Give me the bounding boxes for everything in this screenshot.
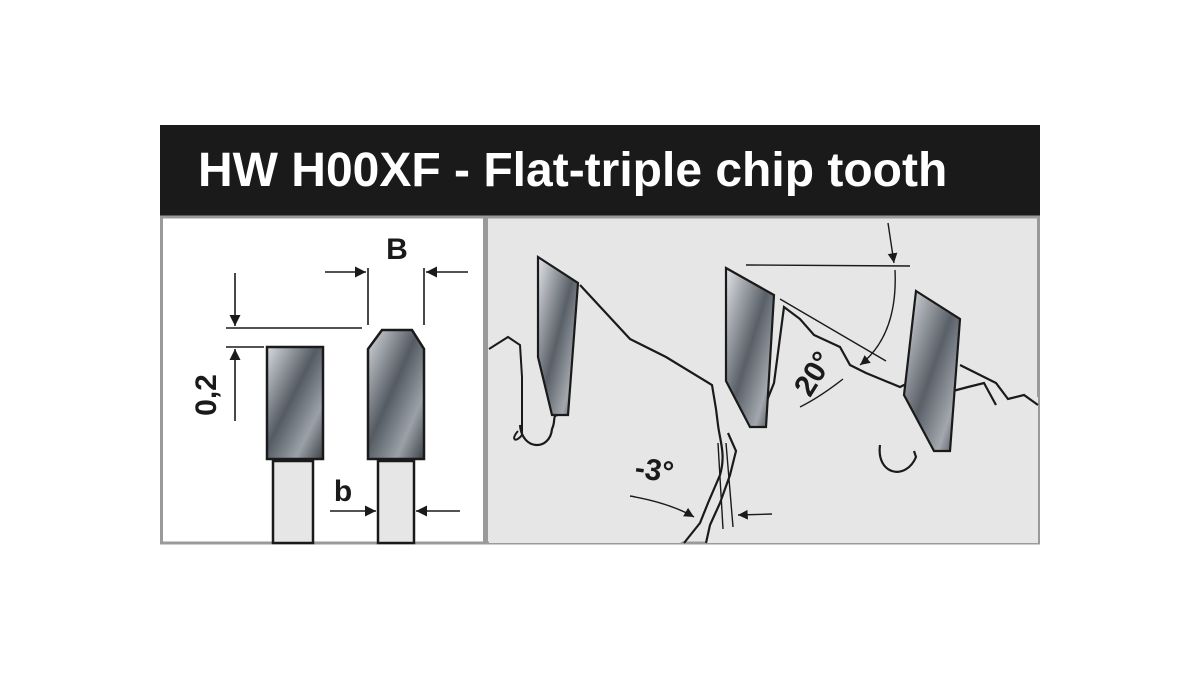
blade-tip-2	[724, 266, 776, 429]
height-offset-dimension: 0,2	[190, 273, 362, 421]
flat-tooth-tip	[265, 345, 325, 461]
diagram-canvas: 0,2 B b	[160, 215, 1040, 545]
hook-angle-dimension: -3°	[629, 442, 773, 530]
diagram-title: HW H00XF - Flat-triple chip tooth	[198, 144, 948, 197]
triple-chip-tooth	[366, 328, 426, 545]
width-major-label: B	[386, 233, 408, 266]
width-minor-dimension: b	[330, 475, 460, 517]
blade-tip-1	[536, 254, 580, 417]
flat-tooth	[265, 345, 325, 545]
triple-chip-tooth-tip	[366, 328, 426, 461]
title-bar: HW H00XF - Flat-triple chip tooth	[160, 125, 1040, 217]
triple-chip-tooth-body	[376, 459, 416, 545]
width-minor-label: b	[334, 475, 352, 508]
flat-tooth-body	[271, 459, 315, 545]
blade-profile	[488, 284, 1039, 544]
blade-tip-3	[902, 289, 962, 453]
width-major-dimension: B	[325, 233, 468, 325]
diagram-frame: HW H00XF - Flat-triple chip tooth	[160, 125, 1040, 545]
hook-angle-label: -3°	[633, 452, 676, 490]
height-offset-label: 0,2	[190, 374, 223, 416]
